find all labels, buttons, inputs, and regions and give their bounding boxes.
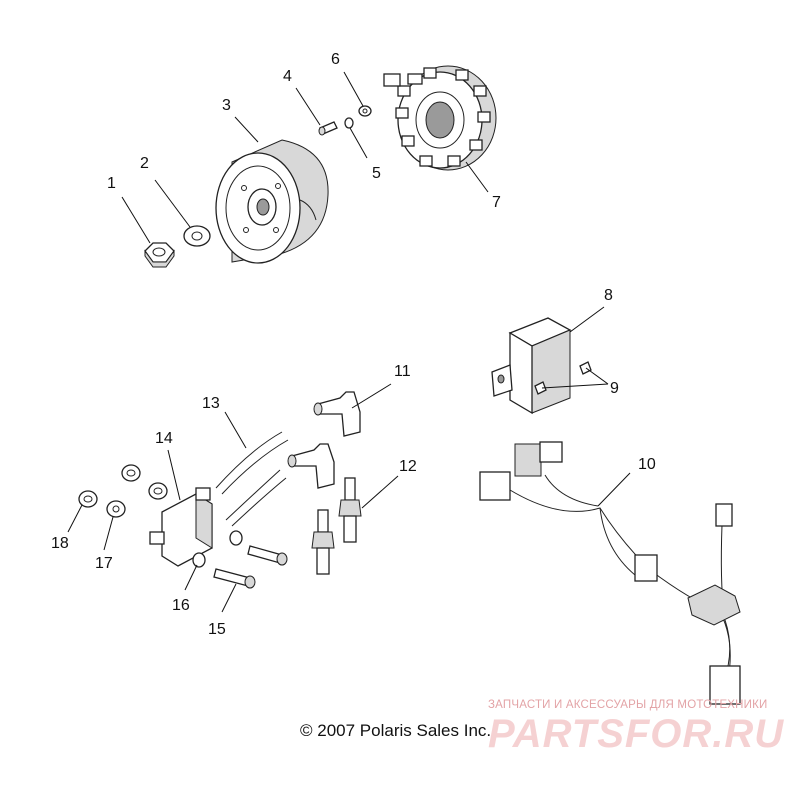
part-3-flywheel — [215, 139, 329, 264]
callout-2: 2 — [140, 155, 149, 172]
part-13-ht-leads — [215, 431, 289, 527]
callout-12: 12 — [399, 458, 417, 475]
part-7-stator — [383, 65, 497, 171]
callout-8: 8 — [604, 287, 613, 304]
part-4-bolt — [318, 121, 338, 136]
callout-18: 18 — [51, 535, 69, 552]
callout-6: 6 — [331, 51, 340, 68]
callout-14: 14 — [155, 430, 173, 447]
callout-7: 7 — [492, 194, 501, 211]
callout-1: 1 — [107, 175, 116, 192]
copyright-text: © 2007 Polaris Sales Inc. — [300, 721, 492, 740]
part-6-washer — [358, 105, 372, 117]
part-11-spark-plug-caps — [287, 391, 361, 489]
watermark-tagline: ЗАПЧАСТИ И АКСЕССУАРЫ ДЛЯ МОТОТЕХНИКИ — [488, 699, 768, 711]
part-2-washer — [183, 225, 211, 247]
watermark-brand: PARTSFOR.RU — [488, 712, 785, 756]
part-18-bushing — [78, 490, 98, 508]
callout-9: 9 — [610, 380, 619, 397]
callout-16: 16 — [172, 597, 190, 614]
part-5-lock-washer — [344, 117, 354, 129]
callout-10: 10 — [638, 456, 656, 473]
part-15-bolts — [213, 545, 288, 589]
part-12-spark-plugs — [311, 477, 362, 575]
part-9-screws — [534, 361, 592, 395]
callout-11: 11 — [394, 363, 411, 380]
callout-5: 5 — [372, 165, 381, 182]
callout-4: 4 — [283, 68, 292, 85]
callout-numbers: 1 2 3 4 5 6 7 8 9 10 11 12 13 14 15 16 1… — [51, 51, 656, 638]
leader-lines — [67, 71, 631, 613]
coil-bushings — [121, 464, 168, 500]
part-8-cdi-module — [491, 317, 572, 415]
callout-13: 13 — [202, 395, 220, 412]
part-14-ignition-coil — [149, 487, 213, 567]
callout-17: 17 — [95, 555, 113, 572]
part-1-nut — [144, 242, 175, 268]
part-17-washer — [106, 500, 126, 518]
callout-3: 3 — [222, 97, 231, 114]
part-10-wire-harness — [479, 441, 741, 705]
part-16-lock-washers — [192, 530, 243, 568]
callout-15: 15 — [208, 621, 226, 638]
